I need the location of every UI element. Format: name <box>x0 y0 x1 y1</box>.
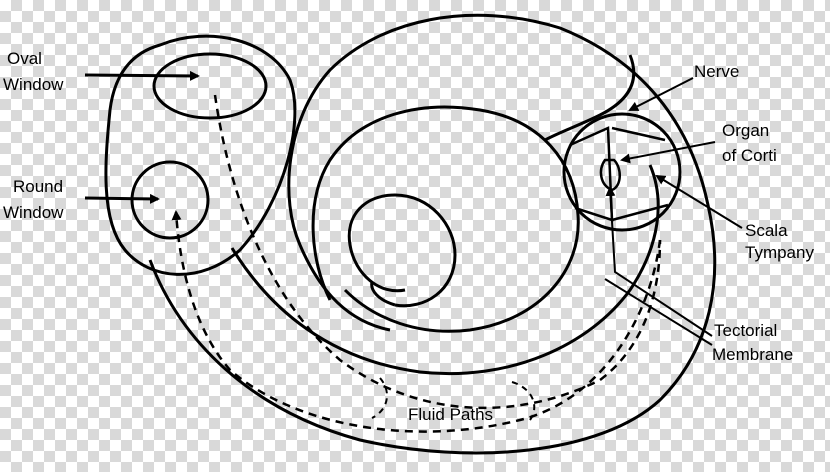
cochlea-middle-ring <box>311 105 580 333</box>
oval-window-shape <box>152 52 268 120</box>
organ-of-corti-arrow <box>620 141 716 164</box>
fluid-paths-label: Fluid Paths <box>408 405 493 424</box>
fluid-path-inner <box>171 210 662 433</box>
organ-of-corti-label-line2: of Corti <box>722 146 777 165</box>
nerve-arrow <box>628 77 694 111</box>
tectorial-membrane-arrow-secondary <box>604 278 713 346</box>
organ-of-corti-label-line1: Organ <box>722 121 769 140</box>
cochlea-apex-spiral <box>347 193 457 308</box>
nerve-bundle <box>544 54 636 142</box>
round-window-label-line1: Round <box>13 177 63 196</box>
fluid-paths-callout-right <box>511 381 536 421</box>
round-window-arrow <box>84 193 160 204</box>
round-window-label-line2: Window <box>3 203 64 222</box>
vestibule-outline <box>104 34 297 276</box>
oval-window-label-line2: Window <box>3 75 64 94</box>
fluid-path-outer <box>213 94 662 410</box>
tectorial-membrane-arrow <box>605 186 713 337</box>
scala-tympany-arrow <box>655 174 743 229</box>
oval-window-arrow <box>84 70 200 81</box>
tectorial-membrane-label-line1: Tectorial <box>714 321 777 340</box>
scala-tympany-label-line1: Scala <box>745 221 788 240</box>
scala-tympany-label-line2: Tympany <box>745 243 814 262</box>
oval-window-label-line1: Oval <box>7 49 42 68</box>
tectorial-membrane-label-line2: Membrane <box>712 345 793 364</box>
cross-section-inner-walls <box>569 126 669 222</box>
fluid-paths-callout-left <box>371 377 388 419</box>
cochlea-outer-shell <box>148 13 717 455</box>
cochlea-inner-turn <box>230 164 660 376</box>
cochlea-apex-tail <box>370 281 396 307</box>
cochlear-duct-cross-section <box>562 112 682 232</box>
nerve-label: Nerve <box>694 62 739 81</box>
